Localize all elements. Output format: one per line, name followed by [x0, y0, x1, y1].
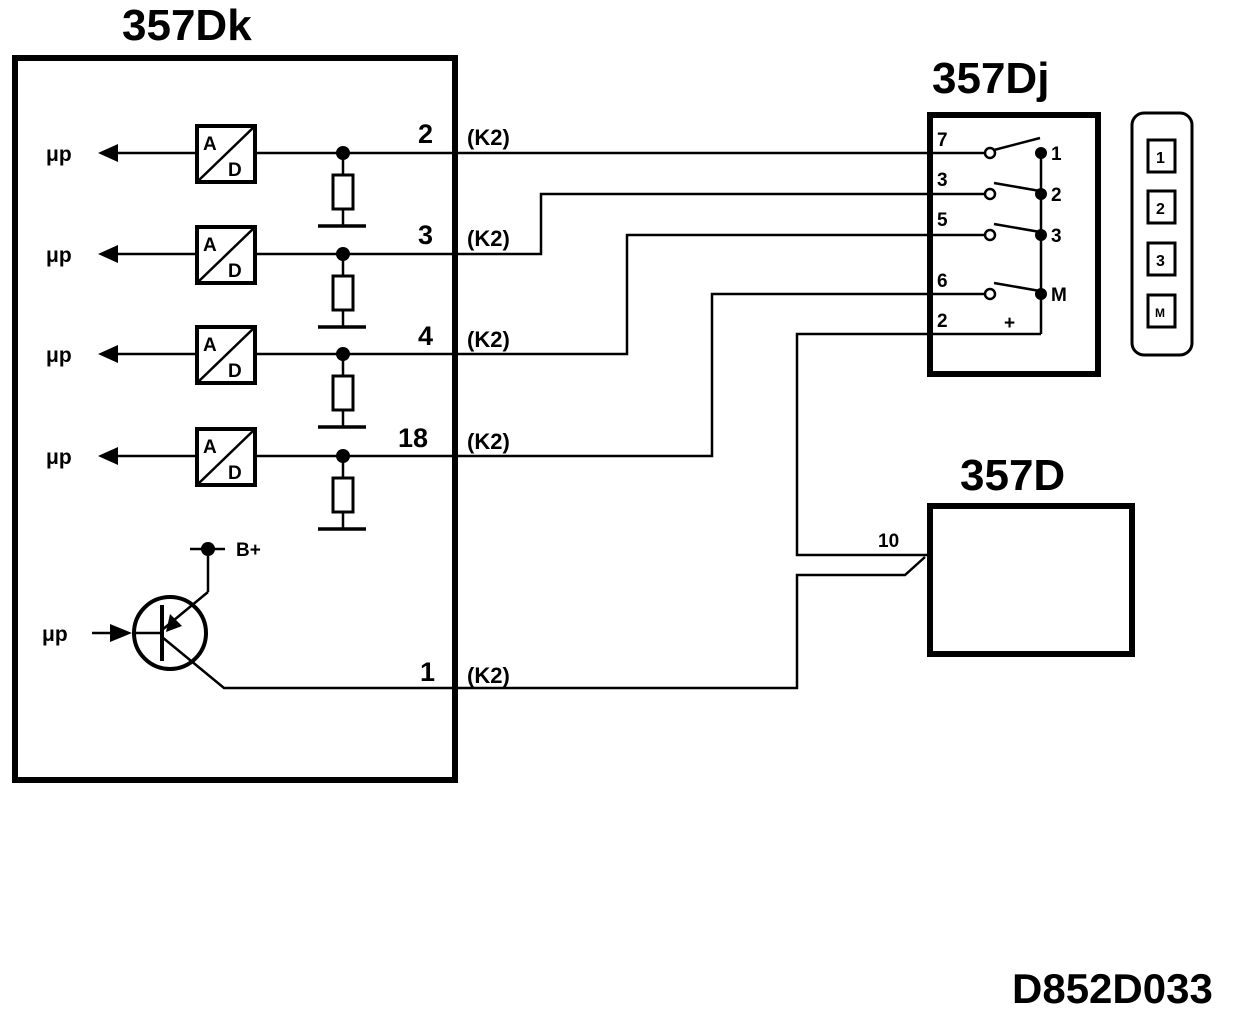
svg-text:7: 7 [937, 130, 948, 151]
figure-code: D852D033 [1012, 965, 1213, 1012]
svg-text:+: + [1004, 313, 1015, 334]
resistor [331, 274, 355, 312]
svg-text:5: 5 [937, 210, 948, 231]
channel-pin-2: μp A D 2 (K2) [46, 119, 990, 228]
channel-pin-4: μp A D 4 (K2) [46, 233, 990, 429]
pin-number: 3 [418, 220, 433, 250]
svg-text:D: D [228, 361, 242, 382]
pin-number: 1 [420, 657, 435, 687]
pin-number: 18 [398, 423, 428, 453]
svg-text:3: 3 [937, 170, 948, 191]
main-unit-box [12, 55, 458, 783]
emitter-arrow [166, 614, 182, 632]
svg-text:1: 1 [1051, 144, 1062, 165]
svg-text:D: D [228, 261, 242, 282]
output-arrow [98, 245, 118, 263]
svg-text:1: 1 [1156, 150, 1165, 167]
transistor-input-label: μp [42, 623, 68, 646]
adc-converter: A D [195, 427, 257, 487]
key-1[interactable] [1146, 138, 1177, 174]
device-pin-label: 10 [878, 531, 899, 552]
output-arrow [98, 345, 118, 363]
connector-label: (K2) [467, 327, 510, 352]
connector-label: (K2) [467, 125, 510, 150]
svg-text:A: A [203, 437, 217, 458]
input-arrow [110, 624, 132, 642]
mu-output-label: μp [46, 143, 72, 166]
svg-text:2: 2 [1156, 201, 1165, 218]
device-box [927, 503, 1135, 657]
svg-text:A: A [203, 134, 217, 155]
svg-text:D: D [228, 160, 242, 181]
svg-text:3: 3 [1051, 226, 1062, 247]
mu-output-label: μp [46, 344, 72, 367]
svg-text:A: A [203, 235, 217, 256]
keypad: 1 2 3 M [1130, 111, 1194, 357]
switch-unit-box [927, 112, 1101, 377]
device-label: 357D [960, 451, 1065, 500]
pin-number: 4 [418, 321, 433, 351]
connector-label: (K2) [467, 429, 510, 454]
supply-label: B+ [236, 540, 261, 561]
channel-pin-18: μp A D 18 (K2) [46, 292, 990, 531]
switch-unit-label: 357Dj [932, 54, 1049, 103]
output-arrow [98, 144, 118, 162]
transistor-driver: μp B+ 1 (K2) [42, 540, 926, 690]
adc-converter: A D [195, 124, 257, 184]
adc-converter: A D [195, 225, 257, 285]
resistor [331, 173, 355, 211]
key-m[interactable] [1146, 293, 1177, 329]
key-3[interactable] [1146, 241, 1177, 277]
mu-output-label: μp [46, 244, 72, 267]
svg-text:2: 2 [937, 311, 948, 332]
output-arrow [98, 447, 118, 465]
svg-text:6: 6 [937, 271, 948, 292]
mu-output-label: μp [46, 446, 72, 469]
connector-label: (K2) [467, 663, 510, 688]
resistor [331, 476, 355, 514]
pin-number: 2 [418, 119, 433, 149]
svg-text:A: A [203, 335, 217, 356]
channel-pin-3: μp A D 3 (K2) [46, 192, 990, 329]
main-unit-label: 357Dk [122, 1, 252, 50]
svg-text:2: 2 [1051, 185, 1062, 206]
switch-contacts: 7 1 3 2 5 3 6 M 2 + [795, 130, 1067, 557]
connector-label: (K2) [467, 226, 510, 251]
svg-text:3: 3 [1156, 253, 1165, 270]
resistor [331, 374, 355, 412]
svg-text:M: M [1051, 285, 1067, 306]
keypad-housing [1130, 111, 1194, 357]
svg-text:D: D [228, 463, 242, 484]
adc-converter: A D [195, 325, 257, 385]
svg-text:M: M [1155, 306, 1165, 320]
key-2[interactable] [1146, 189, 1177, 225]
